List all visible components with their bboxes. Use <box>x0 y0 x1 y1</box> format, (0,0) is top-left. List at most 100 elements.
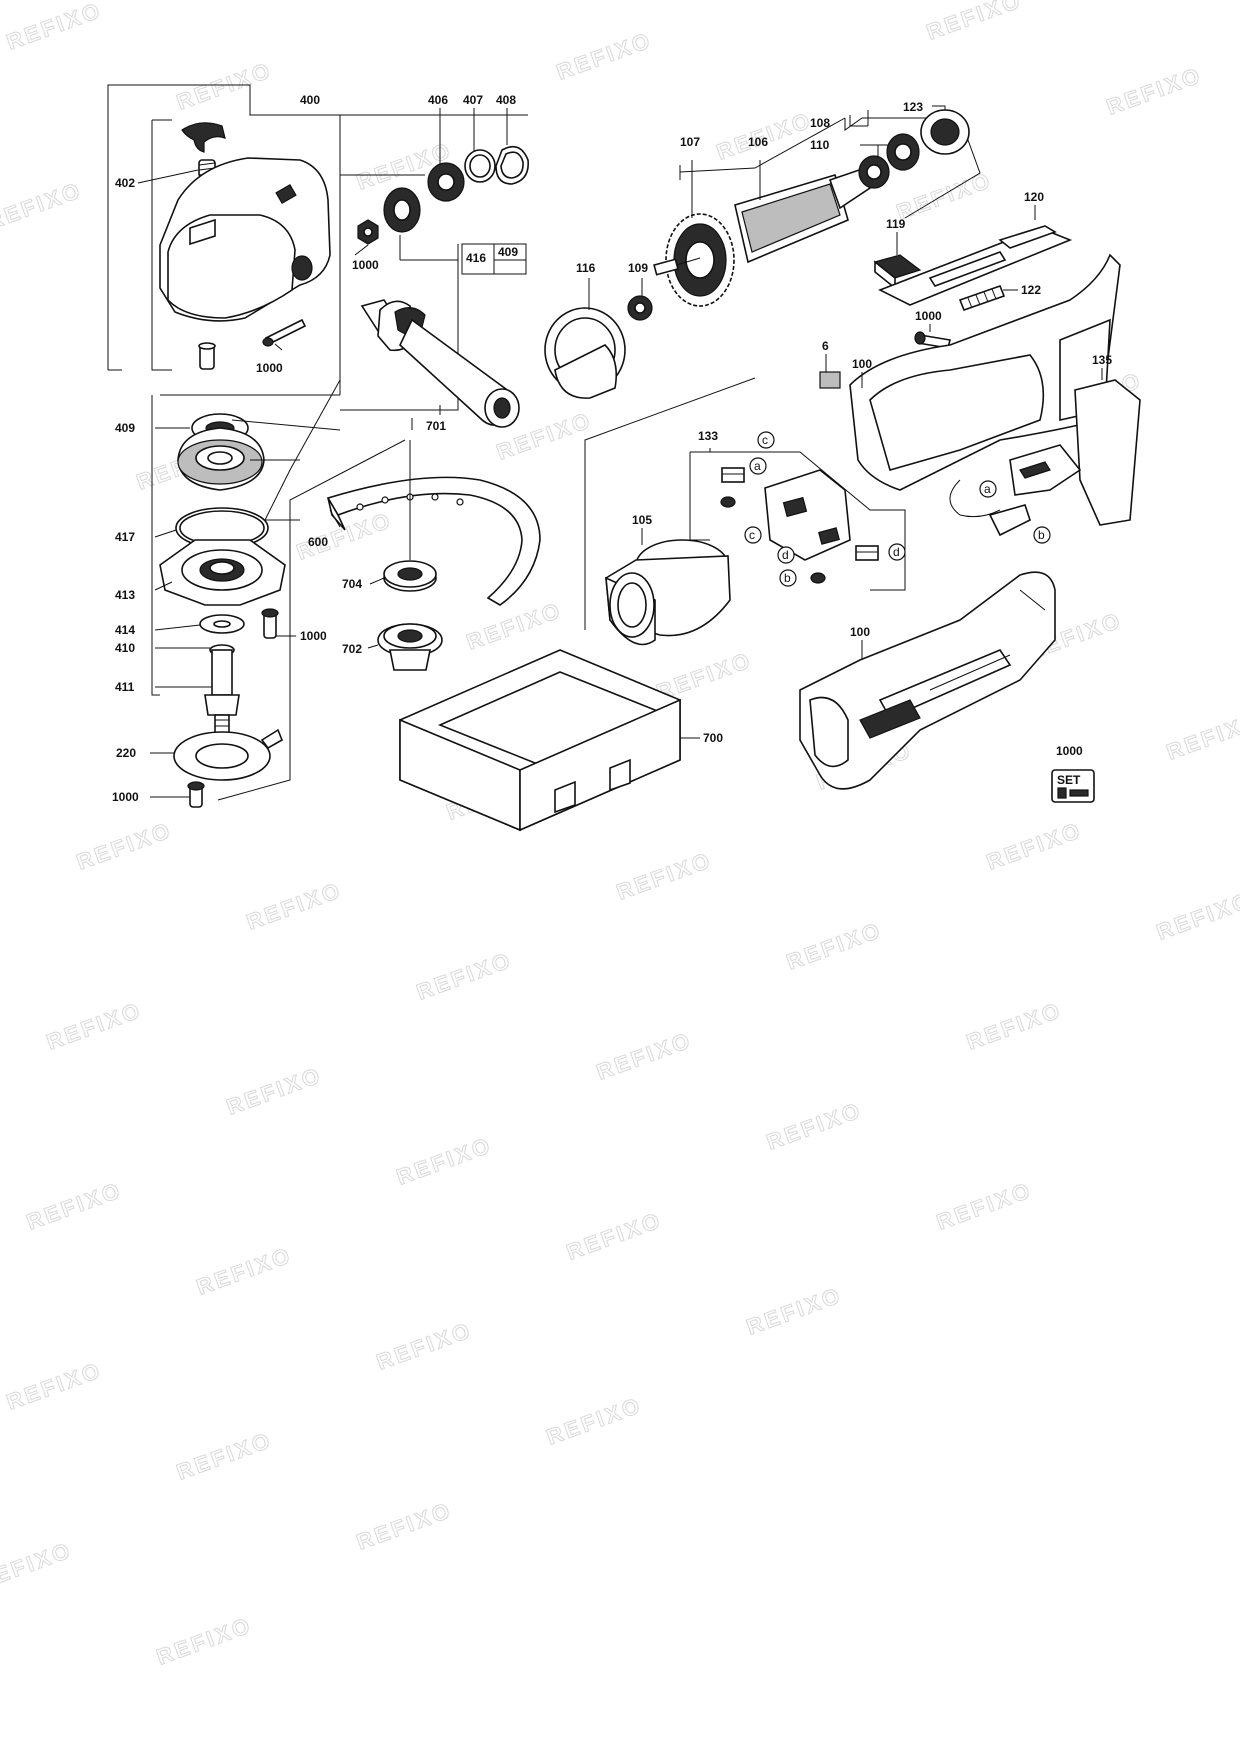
inner-flange-702 <box>377 623 443 671</box>
brush-spring-right <box>810 572 826 584</box>
spring-122 <box>958 284 1006 312</box>
part-label: 408 <box>496 93 516 107</box>
callout-b-left: b <box>779 569 797 587</box>
part-label: 700 <box>703 731 723 745</box>
part-labels: 400 406 407 408 402 1000 416 409 1000 70… <box>112 93 1112 804</box>
callout-b-right: b <box>1033 526 1051 544</box>
battery-terminal-135 <box>1009 379 1141 526</box>
watermark-text: REFIXO <box>73 817 175 875</box>
svg-text:b: b <box>784 571 791 585</box>
part-label: 417 <box>115 530 135 544</box>
part-label: 1000 <box>915 309 942 323</box>
bearing-110 <box>858 155 890 189</box>
nut-1000 <box>357 219 379 245</box>
part-label: 409 <box>115 421 135 435</box>
watermark-text: REFIXO <box>933 1177 1035 1235</box>
watermark-text: REFIXO <box>613 847 715 905</box>
callout-d-right: d <box>888 543 906 561</box>
svg-text:a: a <box>754 459 761 473</box>
part-label: 110 <box>810 138 830 152</box>
watermark-text: REFIXO <box>1153 887 1240 945</box>
bearing-109 <box>627 295 653 321</box>
callout-c-top: c <box>757 431 775 449</box>
bearing-108 <box>886 133 920 171</box>
svg-text:c: c <box>749 528 755 542</box>
watermark-text: REFIXO <box>243 877 345 935</box>
watermark-text: REFIXO <box>463 597 565 655</box>
callout-markers: c a c d b d a b <box>744 431 1051 587</box>
part-label: 105 <box>632 513 652 527</box>
washer-414 <box>199 614 245 634</box>
part-label: 1000 <box>352 258 379 272</box>
part-label: 416 <box>466 251 486 265</box>
part-label: 220 <box>116 746 136 760</box>
label-6 <box>819 371 841 389</box>
part-label: 116 <box>576 261 596 275</box>
set-badge: SET <box>1051 769 1095 803</box>
watermark-text: REFIXO <box>563 1207 665 1265</box>
switch-button-119 <box>873 254 922 290</box>
washer-407 <box>464 149 496 183</box>
bearing-406 <box>427 162 465 202</box>
part-label: 600 <box>308 535 328 549</box>
part-label: 406 <box>428 93 448 107</box>
callout-a-right: a <box>979 480 997 498</box>
o-ring-417 <box>175 507 269 549</box>
watermark-text: REFIXO <box>593 1027 695 1085</box>
carbon-brush-right <box>855 545 879 561</box>
flange-413 <box>159 539 286 606</box>
guard-clamp-220 <box>173 728 284 781</box>
flange-nut-704 <box>383 560 437 592</box>
watermark-text: REFIXO <box>223 1062 325 1120</box>
part-label: 1000 <box>1056 744 1083 758</box>
brush-spring-left <box>720 496 736 508</box>
part-label: 106 <box>748 135 768 149</box>
watermark-text: REFIXO <box>173 57 275 115</box>
watermark-text: REFIXO <box>413 947 515 1005</box>
part-label: 122 <box>1021 283 1041 297</box>
gear-housing <box>159 157 331 322</box>
part-label: 409 <box>498 245 518 259</box>
part-label: 107 <box>680 135 700 149</box>
part-label: 704 <box>342 577 362 591</box>
part-label: 100 <box>852 357 872 371</box>
bearing-sleeve-123 <box>920 109 970 155</box>
part-label: 407 <box>463 93 483 107</box>
watermark-text: REFIXO <box>763 1097 865 1155</box>
housing-screw-small <box>198 342 216 370</box>
callout-a-top: a <box>749 457 767 475</box>
leader-lines <box>137 105 1103 798</box>
field-105 <box>605 539 731 646</box>
part-label: 414 <box>115 623 135 637</box>
watermark-text: REFIXO <box>553 27 655 85</box>
pinion-gear <box>383 187 421 233</box>
part-label: 108 <box>810 116 830 130</box>
watermark-text: REFIXO <box>963 997 1065 1055</box>
watermark-text: REFIXO <box>353 1497 455 1555</box>
svg-text:b: b <box>1038 528 1045 542</box>
svg-text:a: a <box>984 482 991 496</box>
part-label: 701 <box>426 419 446 433</box>
part-label: 120 <box>1024 190 1044 204</box>
watermark-text: REFIXO <box>43 997 145 1055</box>
part-label: 702 <box>342 642 362 656</box>
watermark-text: REFIXO <box>393 1132 495 1190</box>
part-label: 400 <box>300 93 320 107</box>
part-label: 100 <box>850 625 870 639</box>
part-label: 6 <box>822 339 829 353</box>
part-label: 411 <box>115 680 135 694</box>
watermark-text: REFIXO <box>3 0 105 55</box>
part-label: 1000 <box>256 361 283 375</box>
set-badge-text: SET <box>1057 773 1081 787</box>
part-label: 1000 <box>300 629 327 643</box>
part-label: 133 <box>698 429 718 443</box>
switch-slider-120 <box>878 225 1073 306</box>
housing-screw-long <box>262 318 307 347</box>
screw-1000-housing <box>914 331 951 349</box>
screw-1000-bottom <box>187 781 205 808</box>
part-label: 109 <box>628 261 648 275</box>
part-label: 1000 <box>112 790 139 804</box>
watermark-text: REFIXO <box>923 0 1025 45</box>
bevel-gear-409 <box>177 413 265 491</box>
svg-text:d: d <box>782 548 789 562</box>
